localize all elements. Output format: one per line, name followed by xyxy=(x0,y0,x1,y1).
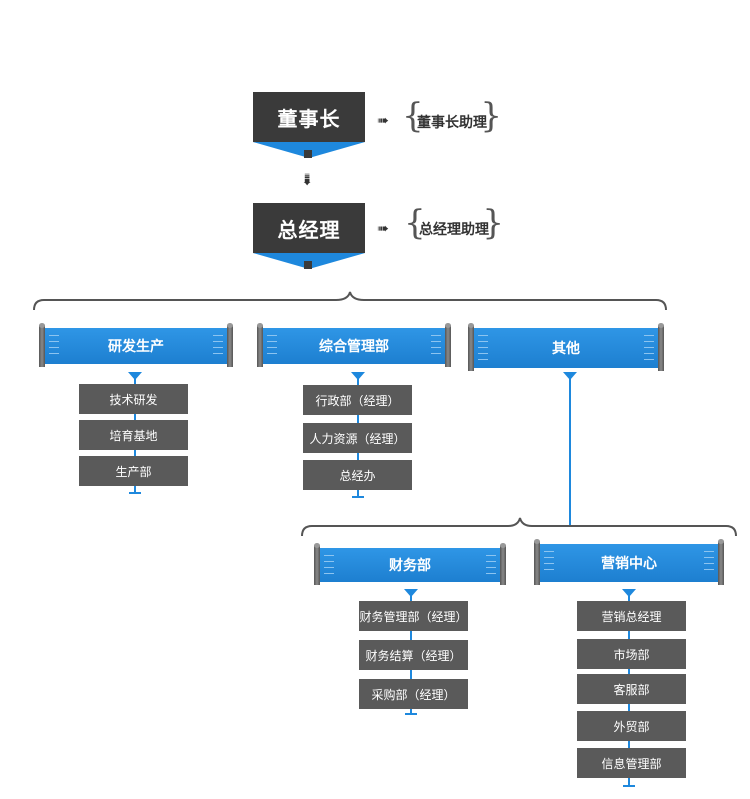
dept-other-label: 其他 xyxy=(552,341,580,357)
finance-child-1-label: 财务管理部（经理） xyxy=(359,609,468,624)
chairman-arrow-icon: ➠ xyxy=(377,113,389,129)
chairman-assistant: { 董事长助理 } xyxy=(402,96,502,136)
dept-rd-production[interactable]: 研发生产 xyxy=(39,323,233,367)
gmd-child-3-label: 总经办 xyxy=(339,468,376,483)
chairman-stem xyxy=(304,150,312,158)
marketing-child-3[interactable]: 客服部 xyxy=(577,674,686,704)
marketing-child-5[interactable]: 信息管理部 xyxy=(577,748,686,778)
chairman-label: 董事长 xyxy=(277,106,341,131)
rd-child-3-label: 生产部 xyxy=(115,464,152,479)
rd-child-2[interactable]: 培育基地 xyxy=(79,420,188,450)
second-brace xyxy=(301,517,737,537)
marketing-child-4-label: 外贸部 xyxy=(613,719,650,734)
rd-child-1[interactable]: 技术研发 xyxy=(79,384,188,414)
marketing-child-1-label: 营销总经理 xyxy=(601,609,662,624)
gm-assistant: { 总经理助理 } xyxy=(404,203,504,243)
gmd-child-2[interactable]: 人力资源（经理） xyxy=(303,423,412,453)
rd-child-3[interactable]: 生产部 xyxy=(79,456,188,486)
other-pointer xyxy=(563,372,577,380)
chairman-assistant-label: 董事长助理 xyxy=(417,115,487,131)
finance-child-1[interactable]: 财务管理部（经理） xyxy=(359,601,468,631)
gm-box[interactable]: 总经理 xyxy=(253,203,365,253)
rd-child-1-label: 技术研发 xyxy=(109,392,158,407)
top-brace xyxy=(33,291,667,311)
rd-end-tick xyxy=(129,492,141,494)
finance-pointer xyxy=(404,589,418,597)
gm-arrow-icon: ➠ xyxy=(377,221,389,237)
gmd-child-3[interactable]: 总经办 xyxy=(303,460,412,490)
marketing-child-5-label: 信息管理部 xyxy=(601,756,662,771)
gmd-child-2-label: 人力资源（经理） xyxy=(309,431,406,446)
gmd-end-tick xyxy=(352,496,364,498)
marketing-child-2-label: 市场部 xyxy=(613,647,650,662)
gm-assistant-label: 总经理助理 xyxy=(419,222,489,238)
finance-child-3[interactable]: 采购部（经理） xyxy=(359,679,468,709)
dept-finance-label: 财务部 xyxy=(389,558,431,574)
finance-end-tick xyxy=(405,713,417,715)
finance-child-3-label: 采购部（经理） xyxy=(371,687,456,702)
marketing-end-tick xyxy=(623,785,635,787)
rd-child-2-label: 培育基地 xyxy=(109,428,158,443)
marketing-child-1[interactable]: 营销总经理 xyxy=(577,601,686,631)
marketing-child-4[interactable]: 外贸部 xyxy=(577,711,686,741)
dept-general-management[interactable]: 综合管理部 xyxy=(257,323,451,367)
dept-marketing-center-label: 营销中心 xyxy=(601,556,657,572)
dept-general-management-label: 综合管理部 xyxy=(319,339,389,355)
rd-pointer xyxy=(128,372,142,380)
marketing-child-3-label: 客服部 xyxy=(613,682,650,697)
gm-label: 总经理 xyxy=(277,217,341,242)
chairman-box[interactable]: 董事长 xyxy=(253,92,365,142)
dept-other[interactable]: 其他 xyxy=(468,323,664,371)
down-arrow-icon: ➠ xyxy=(298,172,318,187)
marketing-child-2[interactable]: 市场部 xyxy=(577,639,686,669)
marketing-pointer xyxy=(622,589,636,597)
gm-stem xyxy=(304,261,312,269)
finance-child-2-label: 财务结算（经理） xyxy=(365,648,462,663)
dept-rd-production-label: 研发生产 xyxy=(108,339,164,355)
dept-marketing-center[interactable]: 营销中心 xyxy=(534,539,724,585)
other-connector xyxy=(569,378,571,526)
dept-finance[interactable]: 财务部 xyxy=(314,543,506,585)
gmd-pointer xyxy=(351,372,365,380)
gmd-child-1[interactable]: 行政部（经理） xyxy=(303,385,412,415)
finance-child-2[interactable]: 财务结算（经理） xyxy=(359,640,468,670)
gmd-child-1-label: 行政部（经理） xyxy=(315,393,400,408)
